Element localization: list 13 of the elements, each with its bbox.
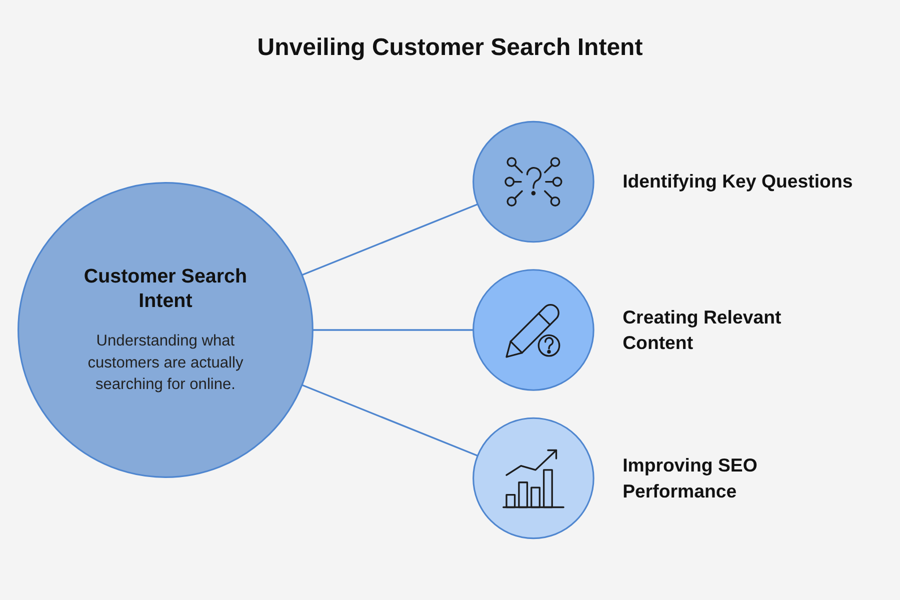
node-description: Understanding what customers are actually searching for online. xyxy=(86,331,244,396)
connector-line xyxy=(312,329,474,331)
topic-circle xyxy=(18,182,314,478)
node-heading: Customer Search Intent xyxy=(82,264,248,315)
node-caption: Creating Relevant Content xyxy=(622,306,782,355)
icon-circle xyxy=(472,417,594,540)
connector-line xyxy=(302,384,478,457)
node-caption: Identifying Key Questions xyxy=(622,170,853,194)
node-caption: Improving SEO Performance xyxy=(622,454,758,504)
icon-circle xyxy=(472,269,594,391)
icon-circle xyxy=(472,120,594,243)
connector-line xyxy=(302,203,478,276)
diagram-title: Unveiling Customer Search Intent xyxy=(257,34,643,61)
